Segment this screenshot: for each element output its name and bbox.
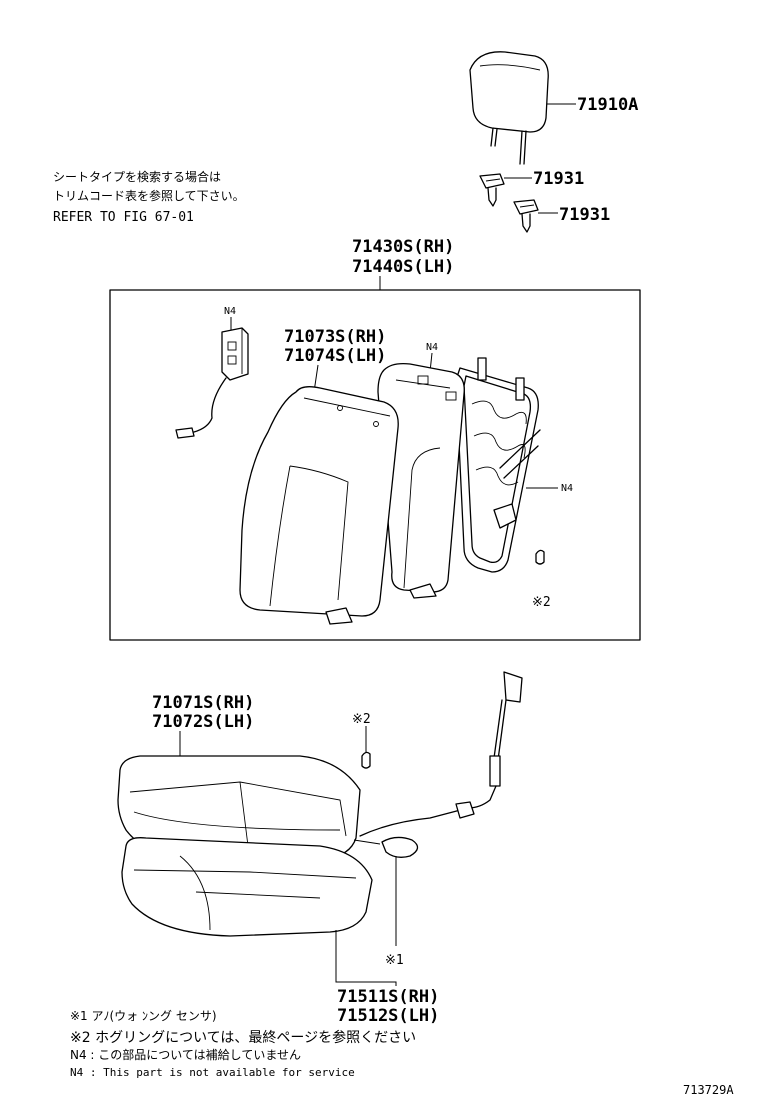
marker-n4-pad: N4 bbox=[426, 342, 438, 353]
part-cushion-pad-lh-label: 71512S(LH) bbox=[337, 1006, 439, 1026]
seatback-pad-illustration bbox=[377, 362, 465, 599]
part-back-cover-lh-label: 71074S(LH) bbox=[284, 346, 386, 366]
marker-hog-ring-back: ※2 bbox=[532, 595, 551, 610]
seatback-frame-illustration bbox=[455, 357, 541, 573]
part-headrest-label: 71910A bbox=[577, 95, 638, 115]
part-cushion-cover-lh-label: 71072S(LH) bbox=[152, 712, 254, 732]
marker-n4-frame: N4 bbox=[561, 483, 573, 494]
refer-line-1: シートタイプを検索する場合は bbox=[53, 169, 221, 184]
part-back-assy-rh-label: 71430S(RH) bbox=[352, 237, 454, 257]
diagram-id: 713729A bbox=[683, 1083, 734, 1097]
headrest-support-1 bbox=[479, 173, 505, 207]
refer-line-2: トリムコード表を参照して下さい。 bbox=[53, 188, 245, 203]
footnote-2: ※2 ホグリングについては、最終ページを参照ください bbox=[70, 1029, 416, 1046]
marker-hog-ring-cushion: ※2 bbox=[352, 712, 371, 727]
footnote-3: N4 : この部品については補給していません bbox=[70, 1047, 301, 1062]
occupant-sensor-illustration bbox=[353, 671, 523, 858]
hog-ring-back-illustration bbox=[535, 549, 545, 565]
seatback-cover-illustration bbox=[239, 386, 399, 625]
back-assembly-frame-box bbox=[109, 289, 641, 641]
headrest-support-2 bbox=[513, 199, 539, 233]
cushion-pad-illustration bbox=[121, 837, 373, 937]
marker-n4-switch: N4 bbox=[224, 306, 236, 317]
seat-switch-illustration bbox=[175, 327, 249, 439]
marker-sensor: ※1 bbox=[385, 953, 404, 968]
part-back-assy-lh-label: 71440S(LH) bbox=[352, 257, 454, 277]
part-support-2-label: 71931 bbox=[559, 205, 610, 225]
part-back-cover-rh-label: 71073S(RH) bbox=[284, 327, 386, 347]
hog-ring-cushion-illustration bbox=[361, 751, 371, 769]
headrest-illustration bbox=[469, 51, 549, 165]
footnote-4: N4 : This part is not available for serv… bbox=[70, 1066, 355, 1079]
part-cushion-pad-rh-label: 71511S(RH) bbox=[337, 987, 439, 1007]
part-support-1-label: 71931 bbox=[533, 169, 584, 189]
footnote-1: ※1 アﾉ(ウォ ﾝング センサ) bbox=[70, 1009, 217, 1023]
part-cushion-cover-rh-label: 71071S(RH) bbox=[152, 693, 254, 713]
refer-line-3[interactable]: REFER TO FIG 67-01 bbox=[53, 210, 194, 225]
